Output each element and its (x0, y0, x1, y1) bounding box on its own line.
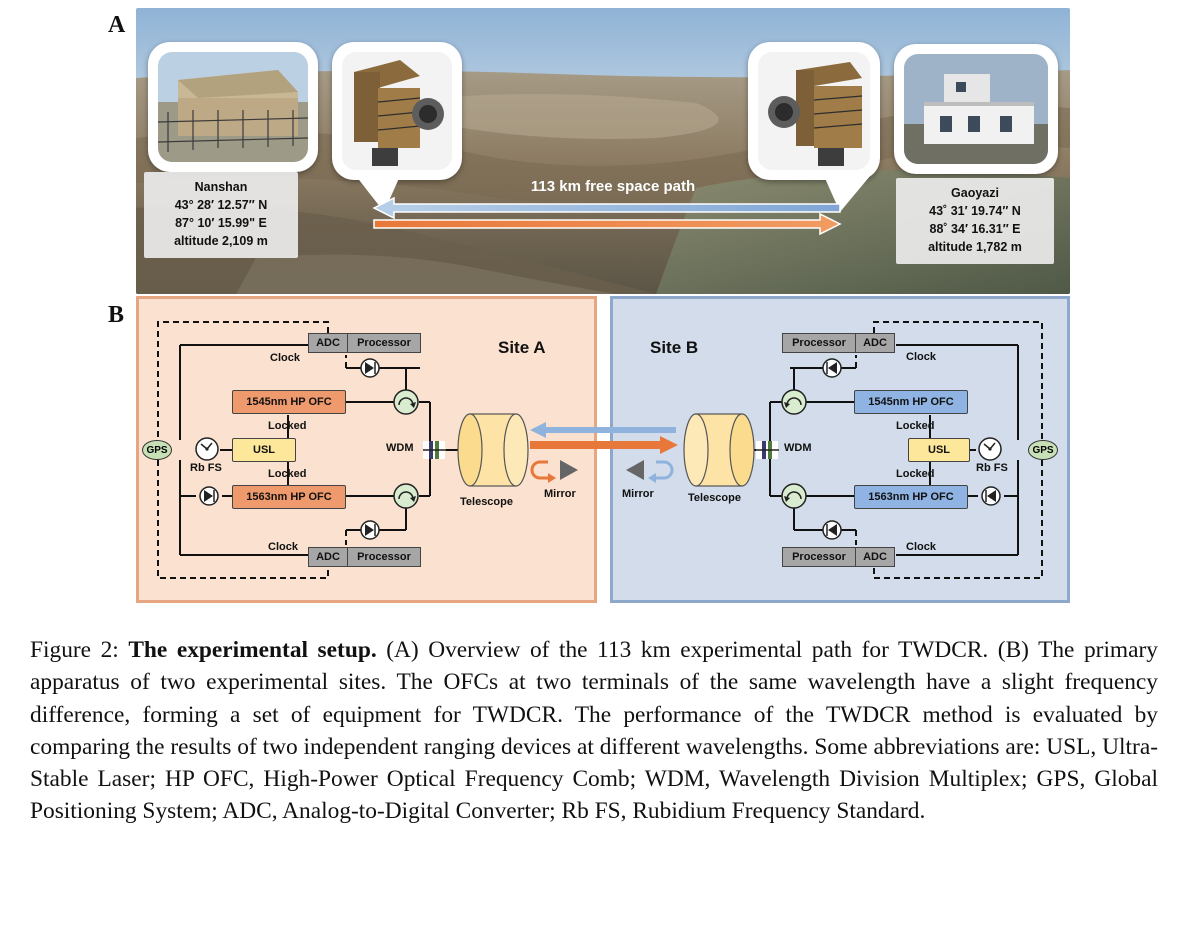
path-label: 113 km free space path (530, 178, 696, 195)
site-a-processor-top: Processor (347, 333, 421, 353)
nanshan-name: Nanshan (194, 180, 248, 194)
site-b-locked-top: Locked (896, 420, 935, 432)
site-a-processor-bottom: Processor (347, 547, 421, 567)
nanshan-altitude: altitude 2,109 m (174, 234, 268, 248)
beam-arrows (372, 196, 842, 236)
site-b-adc-top: ADC (855, 333, 895, 353)
site-a-gps: GPS (142, 440, 172, 460)
site-b-telescope-icon (683, 413, 755, 487)
site-a-photodiode-top-icon (360, 358, 380, 378)
site-b-rb-fs-label: Rb FS (976, 462, 1008, 474)
site-a-wdm-label: WDM (386, 442, 414, 454)
panel-a-landscape: Nanshan 43° 28′ 12.57″ N 87° 10′ 15.99" … (136, 8, 1070, 294)
site-b-usl: USL (908, 438, 970, 462)
site-b-clock-bottom: Clock (906, 541, 936, 553)
panel-a-label: A (108, 12, 126, 38)
site-a-circulator-bottom-icon (393, 483, 419, 509)
site-a-wdm-icon (423, 441, 446, 459)
gaoyazi-building-image (904, 54, 1048, 164)
caption-bold-title: The experimental setup. (128, 637, 377, 663)
site-a-clock-bottom: Clock (268, 541, 298, 553)
site-b-circulator-bottom-icon (781, 483, 807, 509)
site-b-wdm-label: WDM (784, 442, 812, 454)
site-a-mirror-icon (530, 460, 578, 483)
site-a-locked-bottom: Locked (268, 468, 307, 480)
nanshan-building-image (158, 52, 308, 162)
site-a-telescope-icon (457, 413, 529, 487)
site-b-processor-top: Processor (782, 333, 856, 353)
site-b-title: Site B (650, 338, 699, 357)
site-a-locked-top: Locked (268, 420, 307, 432)
site-b-photodiode-right-icon (981, 486, 1001, 506)
site-b-wdm-icon (756, 441, 779, 459)
site-a-telescope-photo (332, 42, 462, 180)
site-a-photodiode-left-icon (199, 486, 219, 506)
site-b-photodiode-bottom-icon (822, 520, 842, 540)
site-a-usl: USL (232, 438, 296, 462)
gaoyazi-longitude: 88˚ 34′ 16.31″ E (929, 222, 1021, 236)
site-b-mirror-icon (626, 460, 674, 483)
figure-caption: Figure 2: The experimental setup. (A) Ov… (30, 634, 1158, 828)
site-b-callout-pointer (824, 176, 870, 212)
site-a-telescope-label: Telescope (460, 496, 513, 508)
gaoyazi-latitude: 43˚ 31′ 19.74″ N (929, 204, 1021, 218)
site-a-adc-bottom: ADC (308, 547, 348, 567)
nanshan-building-photo (148, 42, 318, 172)
blue-beam-arrow (372, 196, 841, 220)
panel-b-label: B (108, 302, 125, 328)
site-a-callout-pointer (356, 176, 400, 212)
site-a-ofc-1545: 1545nm HP OFC (232, 390, 346, 414)
site-b-circulator-top-icon (781, 389, 807, 415)
site-b-gps: GPS (1028, 440, 1058, 460)
orange-beam-arrow (373, 212, 842, 236)
site-b-photodiode-top-icon (822, 358, 842, 378)
caption-body: (A) Overview of the 113 km experimental … (30, 637, 1158, 825)
site-a-clock-top: Clock (270, 352, 300, 364)
site-b-ofc-1545: 1545nm HP OFC (854, 390, 968, 414)
site-a-title: Site A (498, 338, 546, 357)
site-a-ofc-1563: 1563nm HP OFC (232, 485, 346, 509)
site-a-rb-clock-icon (195, 437, 219, 461)
site-b-telescope-label: Telescope (688, 492, 741, 504)
site-a-circulator-top-icon (393, 389, 419, 415)
site-b-ofc-1563: 1563nm HP OFC (854, 485, 968, 509)
site-a-photodiode-bottom-icon (360, 520, 380, 540)
site-b-locked-bottom: Locked (896, 468, 935, 480)
caption-prefix: Figure 2: (30, 637, 129, 663)
site-a-mirror-label: Mirror (544, 488, 576, 500)
site-b-mirror-label: Mirror (622, 488, 654, 500)
site-a-rb-fs-label: Rb FS (190, 462, 222, 474)
site-b-telescope-photo (748, 42, 880, 180)
nanshan-longitude: 87° 10′ 15.99" E (175, 216, 267, 230)
site-b-rb-clock-icon (978, 437, 1002, 461)
nanshan-info-box: Nanshan 43° 28′ 12.57″ N 87° 10′ 15.99" … (144, 172, 298, 258)
gaoyazi-building-photo (894, 44, 1058, 174)
site-b-processor-bottom: Processor (782, 547, 856, 567)
site-b-adc-bottom: ADC (855, 547, 895, 567)
site-b-clock-top: Clock (906, 351, 936, 363)
nanshan-latitude: 43° 28′ 12.57″ N (174, 198, 268, 212)
gaoyazi-altitude: altitude 1,782 m (928, 240, 1022, 254)
gaoyazi-name: Gaoyazi (951, 186, 999, 200)
site-b-telescope-image (758, 52, 870, 170)
gaoyazi-info-box: Gaoyazi 43˚ 31′ 19.74″ N 88˚ 34′ 16.31″ … (896, 178, 1054, 264)
site-a-telescope-image (342, 52, 452, 170)
